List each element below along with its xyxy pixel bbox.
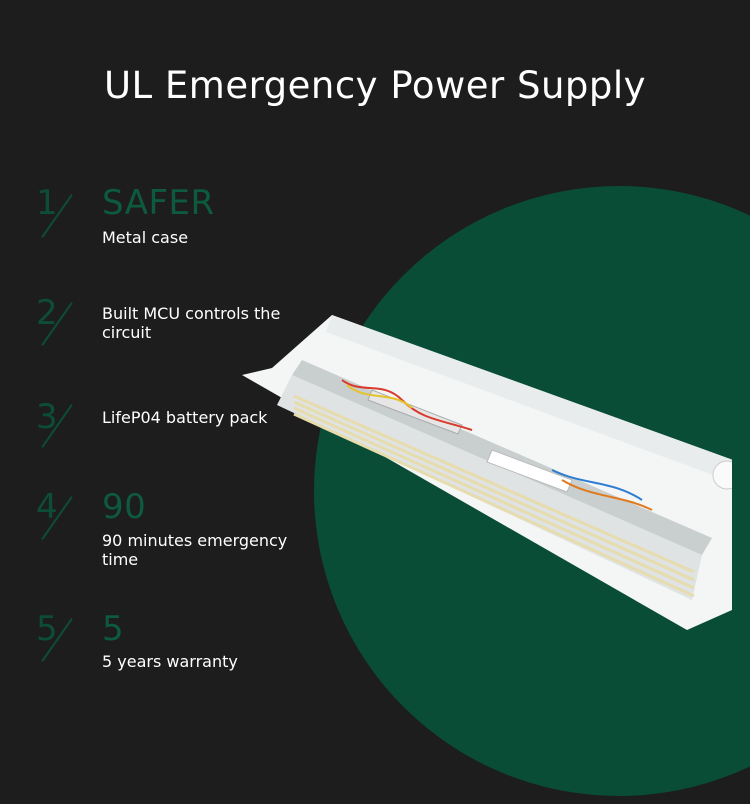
- feature-headline: 5: [102, 609, 125, 649]
- feature-headline: SAFER: [102, 183, 215, 223]
- feature-description: Built MCU controls the circuit: [102, 304, 281, 342]
- feature-description: 5 years warranty: [102, 652, 238, 671]
- feature-number: 4: [36, 487, 58, 527]
- feature-number: 2: [36, 293, 58, 333]
- feature-description: LifeP04 battery pack: [102, 408, 268, 427]
- feature-number: 1: [36, 183, 58, 223]
- feature-headline: 90: [102, 487, 147, 527]
- feature-number: 3: [36, 397, 58, 437]
- product-image: [242, 315, 732, 630]
- page-title: UL Emergency Power Supply: [103, 64, 647, 107]
- feature-description: 90 minutes emergency time: [102, 531, 288, 569]
- feature-number: 5: [36, 609, 58, 649]
- feature-description: Metal case: [102, 228, 189, 247]
